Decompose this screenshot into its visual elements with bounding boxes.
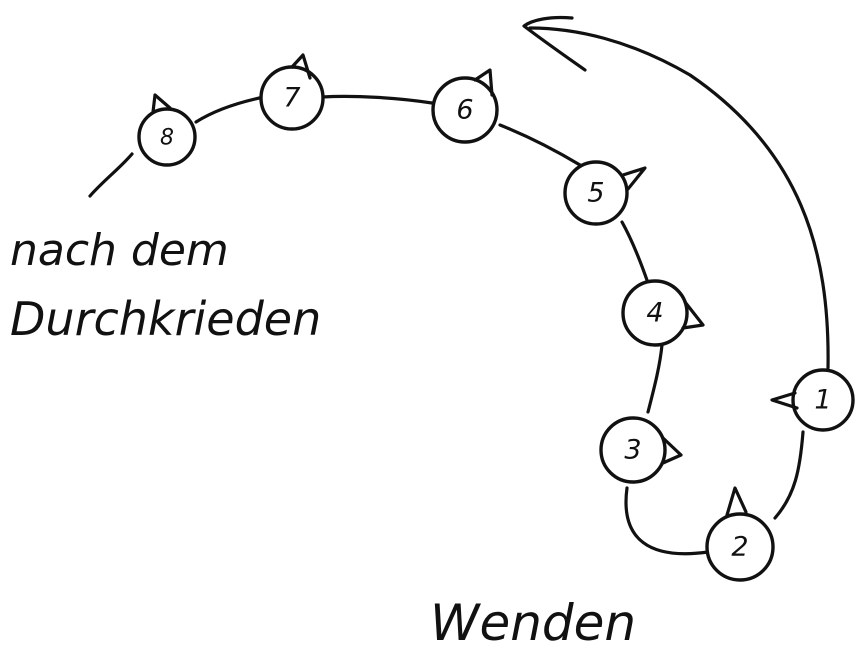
link-5-6 xyxy=(498,123,582,167)
node-1-circle xyxy=(791,368,855,432)
node-8: 8 xyxy=(137,93,197,167)
node-2: 2 xyxy=(705,486,775,582)
node-7-label: 7 xyxy=(283,83,300,114)
link-7-8 xyxy=(194,95,266,124)
node-2-circle xyxy=(705,512,775,582)
turn-arrow xyxy=(528,26,830,370)
node-1-label: 1 xyxy=(814,385,831,416)
caption-after-line-1: nach dem xyxy=(10,225,229,276)
node-4-circle xyxy=(621,279,689,347)
node-6-circle xyxy=(431,76,499,144)
node-8-circle xyxy=(137,107,197,167)
node-7-heading-mark xyxy=(290,53,312,80)
link-1-2 xyxy=(773,430,805,520)
caption-turn: Wenden xyxy=(430,594,636,652)
node-6: 6 xyxy=(431,68,499,144)
node-1: 1 xyxy=(770,368,855,432)
lead-in-line xyxy=(88,152,134,198)
node-3: 3 xyxy=(599,416,683,484)
link-3-4 xyxy=(646,343,664,414)
node-4-label: 4 xyxy=(646,298,663,329)
node-2-label: 2 xyxy=(731,532,748,563)
link-2-3 xyxy=(624,486,710,556)
node-3-heading-mark xyxy=(661,436,683,465)
link-6-7 xyxy=(320,94,434,105)
node-3-label: 3 xyxy=(624,435,641,466)
node-7: 7 xyxy=(259,53,325,131)
node-4: 4 xyxy=(621,279,705,347)
caption-after-line-2: Durchkrieden xyxy=(10,292,321,346)
link-4-5 xyxy=(620,220,650,285)
node-6-heading-mark xyxy=(473,68,494,97)
node-5-circle xyxy=(563,160,629,226)
turn-arrowhead xyxy=(522,15,587,72)
node-2-heading-mark xyxy=(725,486,748,517)
node-5-heading-mark xyxy=(621,166,647,191)
node-5-label: 5 xyxy=(587,178,604,209)
node-5: 5 xyxy=(563,160,647,226)
node-8-heading-mark xyxy=(151,93,172,114)
node-4-heading-mark xyxy=(681,300,705,330)
node-8-label: 8 xyxy=(160,126,174,151)
node-3-circle xyxy=(599,416,667,484)
node-1-heading-mark xyxy=(770,391,799,410)
node-6-label: 6 xyxy=(456,95,473,126)
